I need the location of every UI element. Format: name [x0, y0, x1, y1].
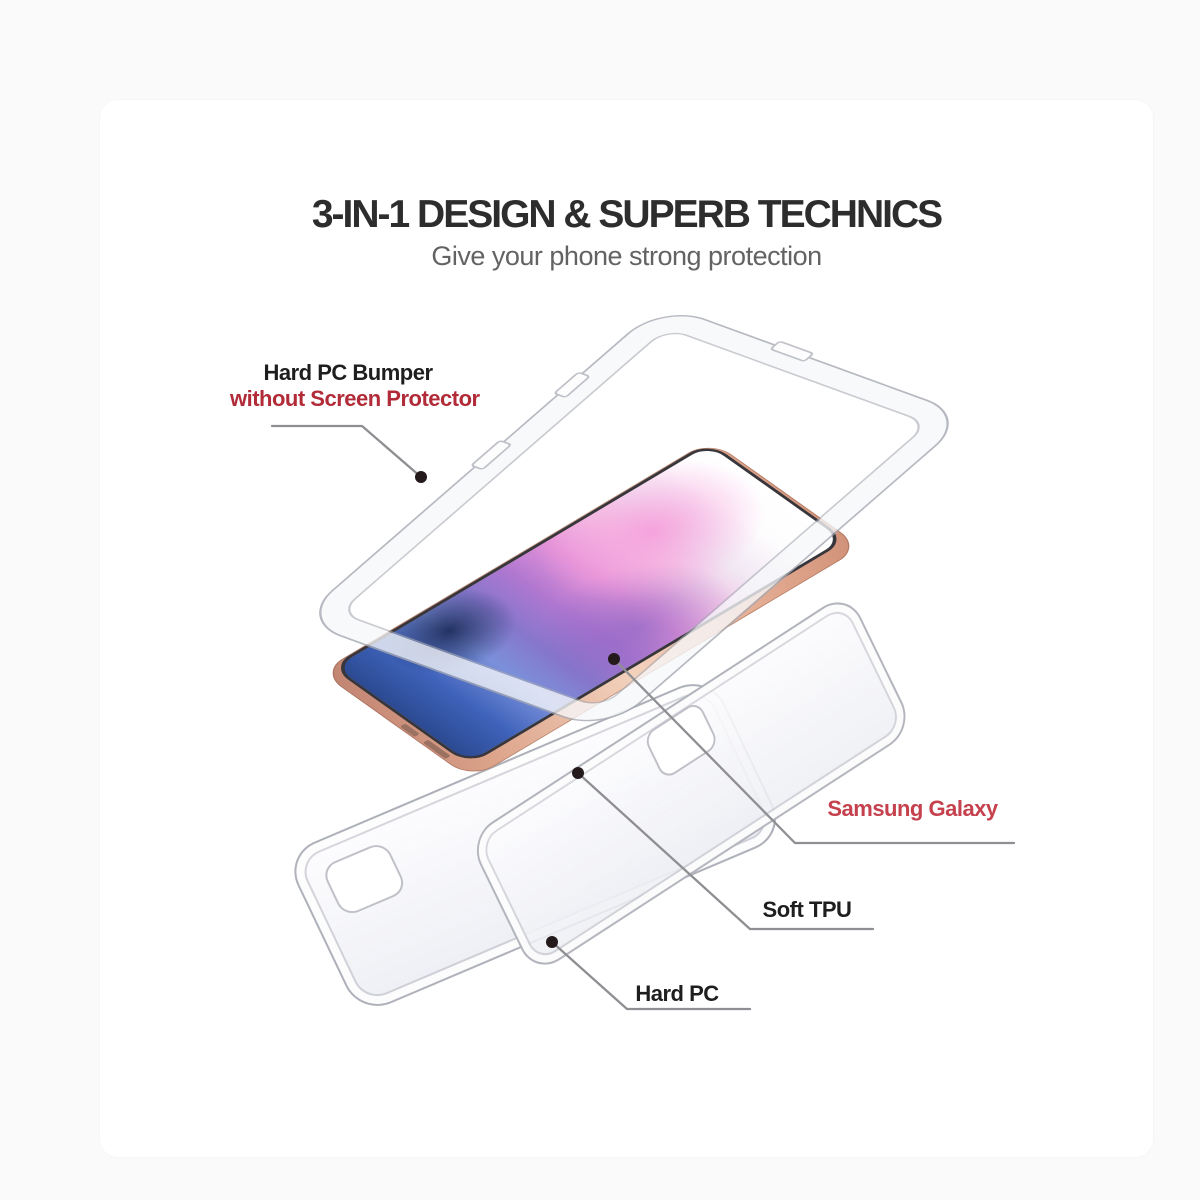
- camera-cutout-hard-pc: [319, 840, 409, 919]
- label-hard-pc-bumper-line1: Hard PC Bumper: [263, 360, 433, 385]
- bumper-button-notch: [552, 371, 592, 399]
- page-subtitle: Give your phone strong protection: [431, 241, 822, 271]
- bumper-side-tab: [768, 340, 816, 363]
- label-soft-tpu: Soft TPU: [762, 897, 852, 922]
- label-hard-pc: Hard PC: [635, 981, 719, 1006]
- callout-dot-hard-pc-bumper: [415, 471, 427, 483]
- bumper-button-notch: [469, 439, 513, 471]
- page-title: 3-IN-1 DESIGN & SUPERB TECHNICS: [311, 193, 943, 236]
- label-hard-pc-bumper-line2: without Screen Protector: [230, 386, 480, 411]
- label-samsung-galaxy: Samsung Galaxy: [827, 796, 998, 821]
- callout-line-hard-pc-bumper: [270, 424, 423, 479]
- label-hard-pc-bumper: Hard PC Bumper without Screen Protector: [230, 360, 480, 412]
